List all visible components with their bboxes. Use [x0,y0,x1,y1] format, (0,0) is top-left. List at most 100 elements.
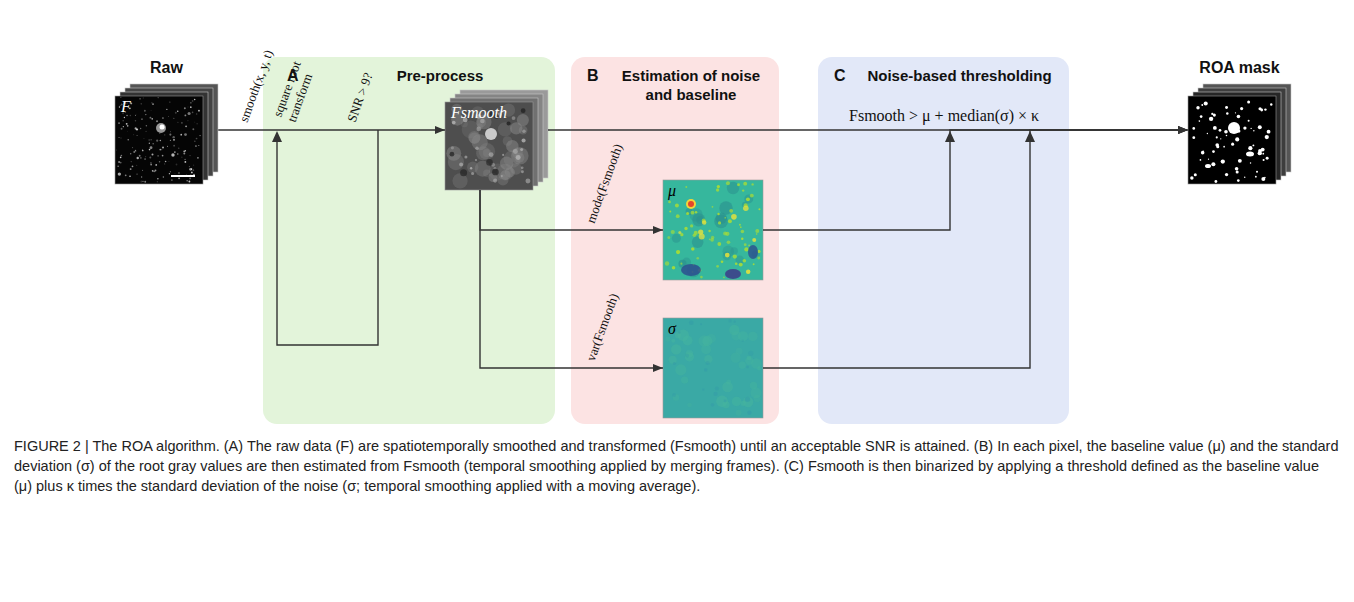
image-spot [192,100,194,102]
image-spot [150,146,153,149]
image-spot [198,110,200,112]
image-spot [700,276,703,279]
image-spot [1265,135,1269,139]
image-spot [1264,177,1266,179]
image-spot [717,185,720,188]
image-spot [189,177,191,179]
image-spot [144,181,146,183]
image-spot [746,197,750,201]
image-spot [192,128,194,130]
image-spot [120,162,122,164]
image-spot [1220,138,1221,139]
image-spot [521,108,526,113]
image-spot [739,224,741,226]
image-spot [706,361,710,365]
image-spot [130,161,132,163]
image-spot [695,211,698,214]
image-spot [1250,162,1251,163]
image-spot [1267,130,1271,134]
image-spot [1192,136,1195,139]
image-spot [698,229,703,234]
image-spot [140,128,141,129]
image-spot [165,161,167,163]
image-heading: ROA mask [1188,58,1291,78]
image-spot [665,336,670,341]
image-spot [185,150,186,151]
image-spot [120,137,122,139]
image-spot [1252,144,1254,146]
image-spot [680,263,682,265]
image-spot [141,103,142,104]
image-spot [156,120,158,122]
image-spot [157,97,159,99]
image-spot [475,159,477,161]
image-spot [731,247,738,254]
image-spot [1219,129,1222,132]
image-spot [119,137,120,138]
image-spot [194,121,196,123]
image-frame [445,102,533,190]
image-spot [725,253,730,258]
image-spot [750,194,754,198]
image-spot [744,243,747,246]
image-spot [142,150,144,152]
image-spot [1208,159,1209,160]
image-spot [757,257,760,260]
image-spot [161,149,162,150]
image-spot [716,265,719,268]
image-spot [737,183,740,186]
image-spot [152,103,154,105]
image-spot [750,387,761,398]
image-spot [136,165,137,166]
image-spot [1240,107,1243,110]
image-spot [676,250,680,254]
image-spot [124,117,125,118]
image-spot [130,168,132,170]
operation-label: SNR > 9? [344,71,376,124]
image-spot [1196,106,1199,109]
image-spot [728,219,732,223]
image-spot [752,238,756,242]
image-spot [196,123,197,124]
image-spot [519,126,528,135]
image-spot [721,260,724,263]
image-spot [743,259,747,263]
image-spot [1250,128,1251,129]
image-spot [748,245,750,247]
image-spot [173,139,175,141]
image-blob [1246,152,1254,157]
image-spot [743,182,747,186]
stage-panel: BEstimation of noise and baselineμσ [571,57,779,424]
image-spot [744,194,753,203]
image-spot [1236,171,1239,174]
image-illustration [445,90,548,190]
image-spot [753,263,755,265]
image-spot [1258,125,1262,129]
image-spot [172,136,174,138]
image-spot [517,114,529,126]
image-spot [151,102,152,103]
image-blob [748,245,758,259]
image-spot [717,242,721,246]
image-spot [513,149,518,154]
image-spot [1224,130,1228,134]
image-spot [489,152,494,157]
image-spot [121,155,123,157]
image-spot [1213,114,1216,117]
image-spot [183,153,185,155]
image-illustration [1188,84,1291,184]
image-spot [712,206,714,208]
image-spot [188,181,190,183]
image-spot [1261,177,1265,181]
image-spot [160,140,162,142]
image-spot [1264,108,1266,110]
image-spot [686,350,693,357]
image-spot [145,114,146,115]
image-spot [507,122,511,126]
image-spot [119,104,121,106]
image-spot [1238,159,1242,163]
image-spot [696,257,699,260]
image-spot [184,159,185,160]
image-frame [663,318,763,418]
image-spot [702,388,704,390]
